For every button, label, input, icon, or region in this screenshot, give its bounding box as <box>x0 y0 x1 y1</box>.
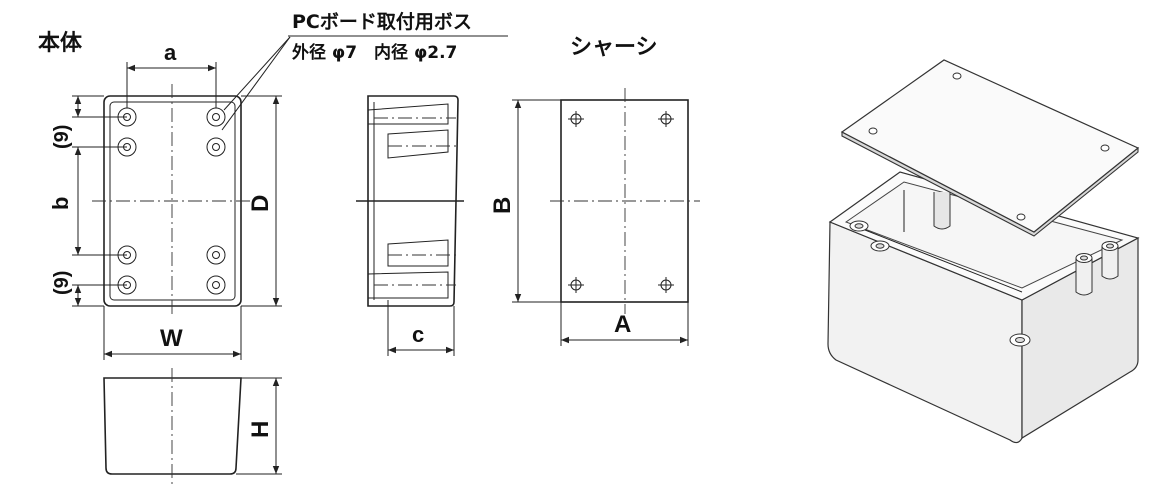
chassis-view <box>512 88 700 346</box>
dim-a-label: a <box>164 40 177 65</box>
inner-boss <box>849 220 869 232</box>
chassis-title: シャーシ <box>570 35 658 60</box>
lid-hole <box>1100 144 1110 152</box>
body-section-view <box>356 95 464 356</box>
chassis-hole <box>658 277 674 293</box>
inner-boss <box>1101 241 1119 280</box>
lid-hole <box>1016 213 1026 221</box>
box-inner-cavity <box>844 181 1124 289</box>
boss <box>206 137 226 157</box>
lid-hole <box>868 127 878 135</box>
dim-h-label: H <box>247 421 274 438</box>
center-post <box>933 192 951 230</box>
dim-9-top-label: (9) <box>51 125 73 149</box>
dim-A-label: A <box>614 311 631 338</box>
boss-leader-line-2 <box>223 36 291 111</box>
body-title: 本体 <box>38 31 83 56</box>
dim-d-label: D <box>247 195 274 212</box>
dim-B-label: B <box>489 197 516 214</box>
boss <box>206 275 226 295</box>
chassis-hole <box>568 277 584 293</box>
inner-boss <box>1009 333 1031 347</box>
box-right-face <box>1021 236 1139 440</box>
box-left-face <box>827 221 1023 444</box>
enclosure-3d-illustration <box>827 59 1140 444</box>
dim-c-label: c <box>412 322 424 347</box>
dim-b-label: b <box>48 197 73 210</box>
lid-hole <box>952 72 962 80</box>
dim-9-bottom-label: (9) <box>51 271 73 295</box>
boss <box>206 245 226 265</box>
inner-boss <box>870 240 890 252</box>
inner-boss <box>1075 253 1093 296</box>
body-top-view <box>72 62 282 360</box>
lid-plate <box>840 59 1140 233</box>
boss-spec: 外径 φ7 内径 φ2.7 <box>292 42 457 63</box>
chassis-hole <box>568 111 584 127</box>
boss-leader-line-1 <box>221 36 291 131</box>
boss <box>206 107 226 127</box>
body-front-view <box>103 368 282 484</box>
boss-title: PCボード取付用ボス <box>292 10 472 33</box>
chassis-hole <box>658 111 674 127</box>
dim-w-label: W <box>160 325 183 352</box>
